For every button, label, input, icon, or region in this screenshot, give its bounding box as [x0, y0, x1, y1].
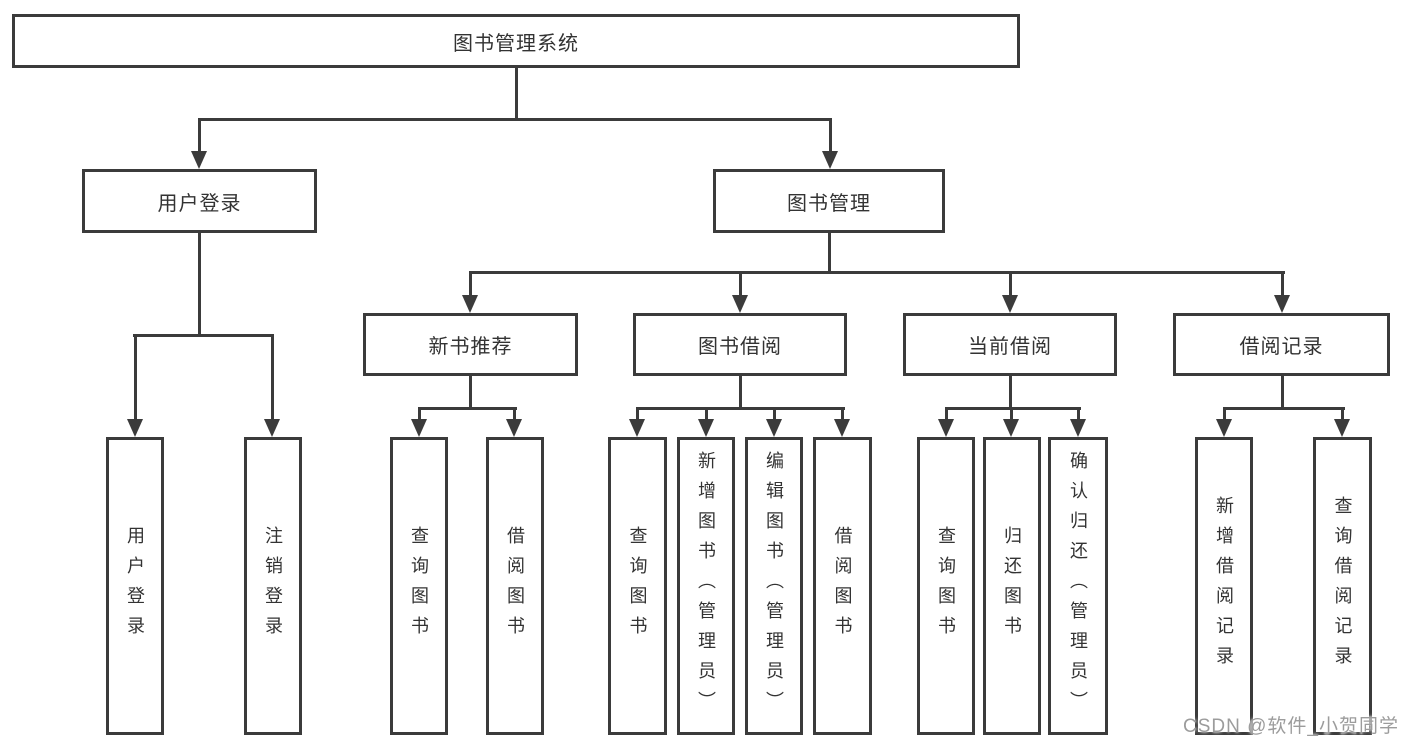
node-new-book-rec-label: 新书推荐 [428, 336, 513, 358]
arrow-down-icon [411, 419, 427, 437]
arrow-down-icon [1334, 419, 1350, 437]
node-user-login: 用户登录 [82, 169, 317, 233]
leaf-newbook-query-label: 查询图书 [409, 526, 429, 646]
arrow-down-icon [462, 295, 478, 313]
arrow-down-icon [1003, 419, 1019, 437]
connector-line [1341, 407, 1344, 422]
leaf-current-query: 查询图书 [917, 437, 975, 735]
arrow-down-icon [732, 295, 748, 313]
arrow-down-icon [191, 151, 207, 169]
connector-line [1281, 271, 1284, 298]
connector-line [636, 407, 639, 422]
connector-line [1281, 376, 1284, 410]
connector-line [271, 334, 274, 421]
arrow-down-icon [264, 419, 280, 437]
connector-line [418, 407, 421, 422]
connector-line [1223, 407, 1226, 422]
leaf-records-add: 新增借阅记录 [1195, 437, 1253, 735]
connector-line [1223, 407, 1345, 410]
leaf-newbook-borrow-label: 借阅图书 [505, 526, 525, 646]
leaf-borrow-query: 查询图书 [608, 437, 667, 735]
leaf-current-confirm-admin-label: 确认归还（管理员） [1068, 451, 1088, 721]
arrow-down-icon [127, 419, 143, 437]
connector-line [198, 118, 201, 153]
leaf-current-return: 归还图书 [983, 437, 1041, 735]
leaf-newbook-query: 查询图书 [390, 437, 448, 735]
connector-line [198, 118, 832, 121]
node-current-borrow-label: 当前借阅 [968, 336, 1052, 358]
connector-line [133, 334, 274, 337]
node-book-borrow-label: 图书借阅 [698, 336, 782, 358]
connector-line [1009, 271, 1012, 298]
connector-line [945, 407, 948, 422]
connector-line [945, 407, 1081, 410]
node-root-label: 图书管理系统 [453, 32, 579, 55]
leaf-user-login: 用户登录 [106, 437, 164, 735]
connector-line [739, 376, 742, 410]
connector-line [829, 118, 832, 153]
node-borrow-records-label: 借阅记录 [1239, 336, 1324, 358]
arrow-down-icon [766, 419, 782, 437]
arrow-down-icon [834, 419, 850, 437]
connector-line [705, 407, 708, 422]
connector-line [773, 407, 776, 422]
connector-line [636, 407, 845, 410]
connector-line [1010, 407, 1013, 422]
leaf-records-query: 查询借阅记录 [1313, 437, 1372, 735]
arrow-down-icon [1002, 295, 1018, 313]
leaf-user-login-label: 用户登录 [125, 526, 145, 646]
node-root: 图书管理系统 [12, 14, 1020, 68]
leaf-borrow-add-admin-label: 新增图书（管理员） [696, 451, 716, 721]
leaf-borrow-query-label: 查询图书 [627, 526, 648, 646]
node-book-mgmt: 图书管理 [713, 169, 945, 233]
connector-line [469, 376, 472, 410]
leaf-logout-label: 注销登录 [263, 526, 283, 646]
node-new-book-rec: 新书推荐 [363, 313, 578, 376]
connector-line [418, 407, 517, 410]
connector-line [469, 271, 472, 298]
connector-line [469, 271, 1285, 274]
arrow-down-icon [938, 419, 954, 437]
arrow-down-icon [1070, 419, 1086, 437]
arrow-down-icon [629, 419, 645, 437]
leaf-borrow-edit-admin-label: 编辑图书（管理员） [764, 451, 784, 721]
node-borrow-records: 借阅记录 [1173, 313, 1390, 376]
connector-line [198, 233, 201, 337]
leaf-borrow-borrow: 借阅图书 [813, 437, 872, 735]
leaf-current-confirm-admin: 确认归还（管理员） [1048, 437, 1108, 735]
leaf-records-query-label: 查询借阅记录 [1332, 496, 1353, 676]
leaf-records-add-label: 新增借阅记录 [1214, 496, 1234, 676]
leaf-logout: 注销登录 [244, 437, 302, 735]
leaf-newbook-borrow: 借阅图书 [486, 437, 544, 735]
connector-line [739, 271, 742, 298]
leaf-borrow-add-admin: 新增图书（管理员） [677, 437, 735, 735]
arrow-down-icon [1216, 419, 1232, 437]
arrow-down-icon [1274, 295, 1290, 313]
node-current-borrow: 当前借阅 [903, 313, 1117, 376]
node-user-login-label: 用户登录 [157, 192, 242, 215]
leaf-current-query-label: 查询图书 [936, 526, 956, 646]
connector-line [828, 233, 831, 274]
leaf-borrow-borrow-label: 借阅图书 [832, 526, 853, 646]
leaf-borrow-edit-admin: 编辑图书（管理员） [745, 437, 803, 735]
connector-line [841, 407, 844, 422]
arrow-down-icon [698, 419, 714, 437]
node-book-borrow: 图书借阅 [633, 313, 847, 376]
connector-line [1077, 407, 1080, 422]
node-book-mgmt-label: 图书管理 [787, 192, 871, 215]
connector-line [515, 68, 518, 121]
connector-line [513, 407, 516, 422]
arrow-down-icon [506, 419, 522, 437]
csdn-watermark: CSDN @软件_小贺同学 [1183, 716, 1399, 737]
connector-line [134, 334, 137, 421]
connector-line [1009, 376, 1012, 410]
leaf-current-return-label: 归还图书 [1002, 526, 1022, 646]
arrow-down-icon [822, 151, 838, 169]
